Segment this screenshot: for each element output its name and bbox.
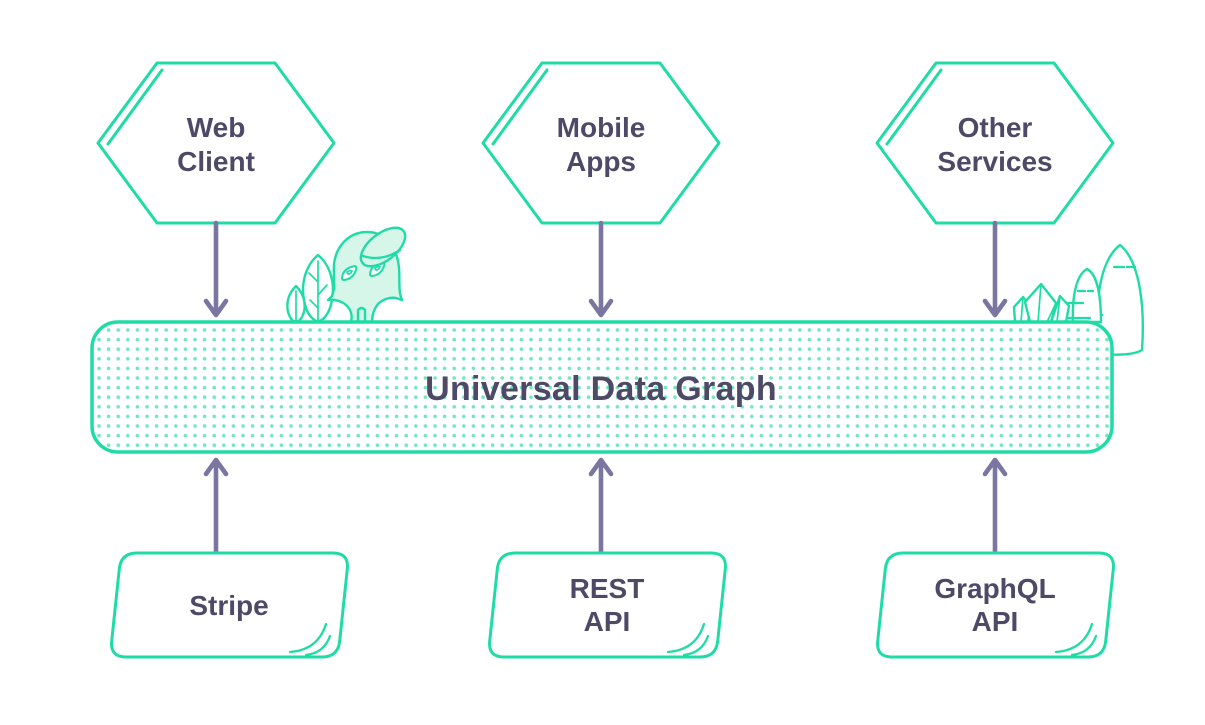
creature-pupil-left (345, 269, 354, 275)
node-shape (110, 551, 349, 659)
creature-hat-fold (361, 248, 402, 260)
node-label-line1: GraphQL (934, 573, 1055, 604)
node-shape (488, 551, 727, 659)
arrow-web-client-to-hub (203, 220, 229, 318)
arrow-graphql-api-to-hub (982, 457, 1008, 556)
node-label-line2: API (584, 606, 631, 637)
mask-creature-with-plants-icon (286, 226, 407, 324)
up-arrows (203, 457, 1008, 556)
hexagon-label-line2: Client (177, 146, 255, 177)
hexagon-label-line2: Apps (566, 146, 636, 177)
node-label: Stripe (189, 590, 268, 621)
creature-sprout (356, 306, 367, 322)
creature-pupil-right (373, 265, 382, 271)
hexagon-shape (875, 61, 1115, 225)
hexagon-shape (481, 61, 721, 225)
hexagon-shape (96, 61, 336, 225)
hexagon-web-client: Web Client (96, 61, 336, 225)
hexagon-label-line2: Services (937, 146, 1052, 177)
node-corner-accent (666, 622, 710, 657)
arrow-mobile-apps-to-hub (588, 220, 614, 318)
node-shape (876, 551, 1115, 659)
node-label-line1: REST (570, 573, 645, 604)
hub-bar-dot-pattern (92, 322, 1112, 452)
crystal-center-facets (1037, 283, 1057, 323)
hub-bar-border (90, 320, 1114, 454)
crystal-right-facet (1056, 295, 1061, 323)
down-arrows (203, 220, 1008, 318)
hexagon-mobile-apps: Mobile Apps (481, 61, 721, 225)
arrow-rest-api-to-hub (588, 457, 614, 556)
hexagon-label-line1: Web (187, 112, 246, 143)
hexagon-label-line1: Mobile (557, 112, 646, 143)
hexagon-accent-line (106, 68, 164, 146)
leaf-large-veins (308, 260, 328, 322)
node-label-line2: API (972, 606, 1019, 637)
arrow-stripe-to-hub (203, 457, 229, 556)
hexagon-accent-line (491, 68, 549, 146)
creature-leaf-hat-icon (359, 226, 407, 268)
node-graphql-api: GraphQL API (876, 551, 1115, 659)
rock-dome-small-icon (1071, 267, 1103, 324)
node-corner-accent (288, 622, 332, 657)
arrow-other-services-to-hub (982, 220, 1008, 318)
hexagon-label-line1: Other (958, 112, 1033, 143)
hexagon-accent-line (885, 68, 943, 146)
crystal-left-facet (1020, 296, 1024, 323)
hexagon-other-services: Other Services (875, 61, 1115, 225)
node-rest-api: REST API (488, 551, 727, 659)
rock-dome-small-dashes (1052, 289, 1095, 320)
hub-bar: Universal Data Graph (90, 320, 1114, 454)
node-stripe: Stripe (110, 551, 349, 659)
node-corner-accent (1054, 622, 1098, 657)
hub-title: Universal Data Graph (425, 370, 777, 408)
crystals-and-rocks-icon (1012, 243, 1145, 356)
